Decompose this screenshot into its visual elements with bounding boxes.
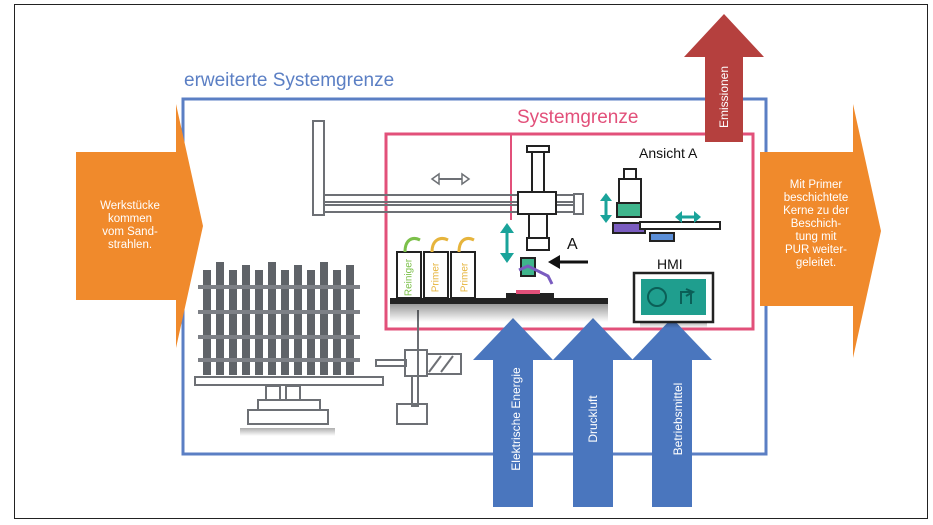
input-line: Werkstücke xyxy=(100,200,160,212)
valve-unit xyxy=(375,310,462,425)
view-a-detail xyxy=(612,168,721,242)
system-boundary xyxy=(384,132,755,331)
machine-base-rail xyxy=(194,376,384,386)
input-line: strahlen. xyxy=(107,239,153,251)
emission-label: Emissionen xyxy=(717,65,731,129)
gantry xyxy=(312,120,584,216)
view-a-motion-arrows xyxy=(600,193,701,223)
supplies-label: Betriebsmittel xyxy=(671,382,685,456)
sandblasting-machine xyxy=(198,262,360,375)
view-a-marker: A xyxy=(567,236,578,253)
extended-system-boundary-label: erweiterte Systemgrenze xyxy=(184,70,395,91)
tank-group xyxy=(396,251,476,299)
system-boundary-upper xyxy=(510,134,512,220)
energy-label: Elektrische Energie xyxy=(509,367,523,471)
workpiece xyxy=(516,290,540,294)
tank-label-primer: Primer xyxy=(459,262,471,293)
machine-shadow xyxy=(240,428,335,436)
output-line: PUR weiter- xyxy=(785,244,847,256)
hmi-panel xyxy=(632,271,715,328)
input-line: vom Sand- xyxy=(102,226,158,238)
air-label: Druckluft xyxy=(586,395,600,443)
horizontal-motion-arrow xyxy=(430,172,471,186)
energy-arrow xyxy=(473,318,553,507)
emission-arrow xyxy=(684,14,764,142)
input-arrow-text: Werkstücke kommen vom Sand- strahlen. xyxy=(76,200,184,252)
tank-label-cleaner: Reiniger xyxy=(403,258,415,297)
output-arrow xyxy=(760,104,881,358)
tank-hoses xyxy=(403,237,475,253)
application-head xyxy=(517,145,557,277)
output-line: beschichtete xyxy=(783,192,849,204)
output-line: Mit Primer xyxy=(789,179,843,191)
table-shadow xyxy=(390,304,608,322)
machine-stand xyxy=(247,385,329,425)
output-arrow-text: Mit Primer beschichtete Kerne zu der Bes… xyxy=(766,179,866,270)
workpiece-holder xyxy=(506,293,554,299)
figure-frame xyxy=(14,4,928,519)
work-table xyxy=(390,298,608,304)
view-a-label: Ansicht A xyxy=(639,145,698,161)
input-arrow xyxy=(76,104,203,348)
vertical-motion-arrow xyxy=(500,223,514,263)
output-line: geleitet. xyxy=(795,257,837,269)
supplies-arrow xyxy=(632,318,712,507)
view-a-arrow xyxy=(548,255,588,269)
air-arrow xyxy=(553,318,633,507)
tool-detail xyxy=(518,264,554,285)
output-line: tung mit xyxy=(795,231,837,243)
system-boundary-label: Systemgrenze xyxy=(517,107,639,128)
input-line: kommen xyxy=(107,213,153,225)
output-line: Kerne zu der xyxy=(783,205,849,217)
output-line: Beschich- xyxy=(790,218,842,230)
tank-label-primer: Primer xyxy=(430,262,442,293)
hmi-label: HMI xyxy=(657,256,683,272)
